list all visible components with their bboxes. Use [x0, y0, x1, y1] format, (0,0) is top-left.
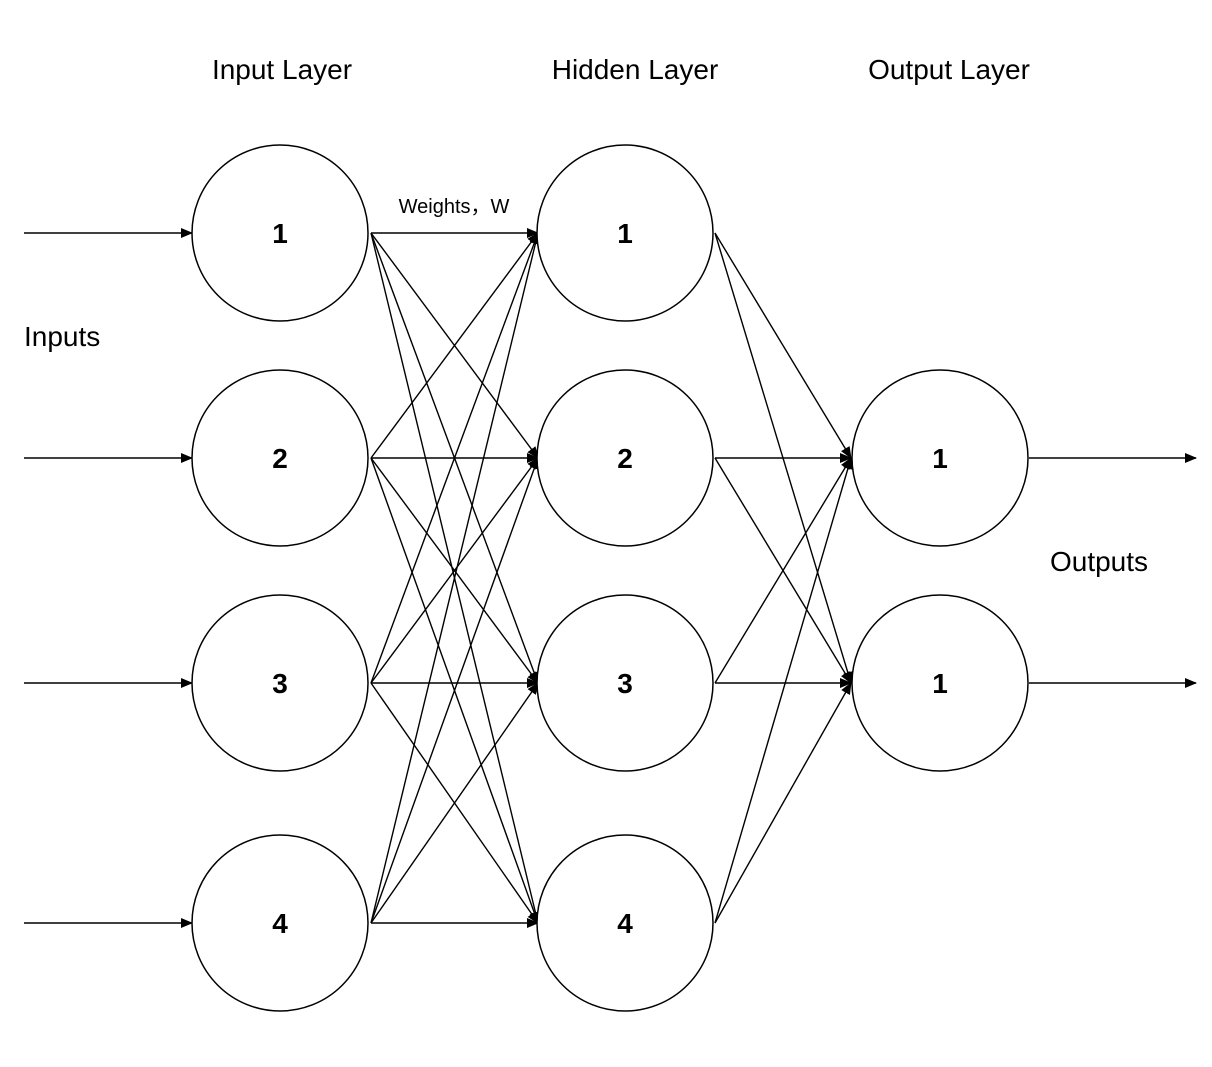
hidden-node-1 [536, 144, 714, 322]
edge-hidden-1-output-1 [714, 232, 852, 459]
hidden-node-3-label: 3 [617, 668, 633, 699]
input-node-2-label: 2 [272, 443, 288, 474]
inputs-label: Inputs [24, 321, 100, 352]
hidden-node-2 [536, 369, 714, 547]
input-node-4-label: 4 [272, 908, 288, 939]
edge-hidden-3-output-1 [714, 457, 852, 684]
weights-label: Weights，W [399, 196, 510, 218]
edge-input-4-hidden-2 [370, 457, 539, 924]
output-layer: 1 1 [851, 369, 1029, 772]
hidden-node-4-label: 4 [617, 908, 633, 939]
edge-hidden-4-output-2 [714, 682, 852, 924]
edge-input-2-hidden-1 [370, 232, 539, 459]
connections [24, 228, 1197, 928]
hidden-layer: 1 2 3 4 [536, 144, 714, 1012]
output-node-1-label: 1 [932, 443, 948, 474]
edge-hidden-4-output-1 [714, 457, 853, 924]
hidden-layer-title: Hidden Layer [552, 54, 719, 85]
edge-input-4-hidden-1 [370, 232, 541, 924]
input-node-2 [191, 369, 369, 547]
input-node-3 [191, 594, 369, 772]
input-node-1-label: 1 [272, 218, 288, 249]
input-node-1 [191, 144, 369, 322]
outputs-label: Outputs [1050, 546, 1148, 577]
hidden-node-2-label: 2 [617, 443, 633, 474]
edge-input-3-hidden-1 [370, 232, 539, 684]
output-node-1 [851, 369, 1029, 547]
edge-input-4-hidden-3 [370, 682, 539, 924]
input-node-3-label: 3 [272, 668, 288, 699]
input-layer: 1 2 3 4 [191, 144, 369, 1012]
hidden-node-4 [536, 834, 714, 1012]
output-node-2 [851, 594, 1029, 772]
hidden-node-1-label: 1 [617, 218, 633, 249]
input-node-4 [191, 834, 369, 1012]
input-layer-title: Input Layer [212, 54, 352, 85]
output-node-2-label: 1 [932, 668, 948, 699]
hidden-node-3 [536, 594, 714, 772]
output-layer-title: Output Layer [868, 54, 1030, 85]
edge-input-3-hidden-2 [370, 457, 539, 684]
